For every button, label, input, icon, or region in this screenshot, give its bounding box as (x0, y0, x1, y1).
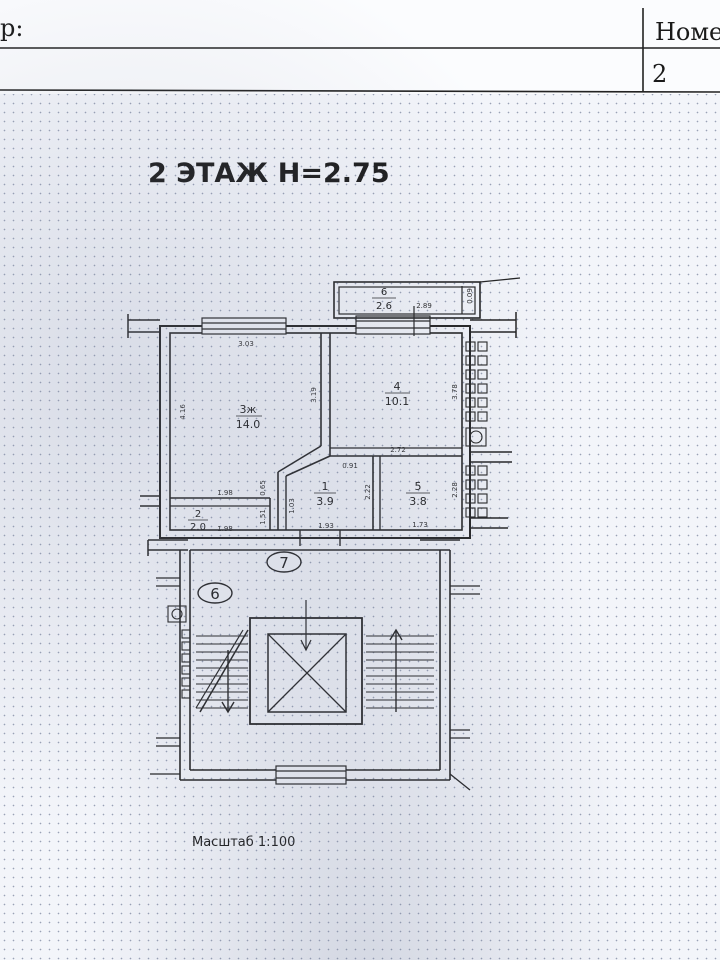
stairwell-walls (147, 539, 480, 791)
apartment-walls (127, 312, 517, 546)
dim-4-16: 4.16 (179, 404, 187, 420)
dim-1-98-lower: 1.98 (217, 525, 233, 533)
header-number-label: Номе (655, 18, 720, 46)
room-5-area: 3.8 (409, 495, 427, 508)
room-2-number: 2 (195, 509, 201, 520)
room-2-area: 2.0 (190, 522, 206, 533)
dim-3-19: 3.19 (310, 387, 318, 403)
title-block-strip: р: Номе 2 (0, 0, 720, 94)
dim-3-78: 3.78 (451, 384, 459, 400)
title-block-lines (0, 8, 720, 93)
room-6-area: 2.6 (376, 301, 392, 312)
dim-1-73: 1.73 (412, 521, 428, 529)
dim-0-91: 0.91 (342, 462, 358, 470)
apartment-windows (201, 315, 431, 335)
header-number-value: 2 (652, 60, 668, 88)
dim-2-89: 2.89 (416, 302, 432, 310)
room-1-number: 1 (322, 480, 329, 493)
room-3zh-number: 3ж (240, 403, 257, 416)
kitchen-fixtures (465, 341, 488, 518)
balcony (333, 277, 521, 336)
header-left-text: р: (0, 14, 24, 42)
marker-7: 7 (279, 554, 289, 572)
dim-2-28: 2.28 (451, 482, 459, 498)
dim-0-09: 0.09 (466, 288, 474, 304)
room-labels: 3ж 14.0 4 10.1 1 3.9 2 2.0 5 3.8 6 2.6 (188, 287, 430, 533)
room-4-number: 4 (394, 380, 401, 393)
room-4-area: 10.1 (385, 395, 410, 408)
dim-1-98-upper: 1.98 (217, 489, 233, 497)
stair-column-fixtures (167, 605, 191, 699)
plan-title: 2 ЭТАЖ Н=2.75 (148, 158, 390, 189)
room-1-area: 3.9 (316, 495, 334, 508)
dim-1-51: 1.51 (259, 509, 267, 525)
marker-6: 6 (210, 585, 220, 603)
dim-0-65: 0.65 (259, 480, 267, 496)
dim-3-03: 3.03 (238, 340, 254, 348)
dim-1-03: 1.03 (288, 498, 296, 514)
room-5-number: 5 (415, 480, 422, 493)
section-markers: 7 6 (197, 551, 302, 604)
scale-label: Масштаб 1:100 (192, 835, 295, 850)
dim-1-93: 1.93 (318, 522, 334, 530)
dim-2-22: 2.22 (364, 484, 372, 500)
stairwell-window (275, 765, 347, 785)
room-3zh-area: 14.0 (236, 418, 261, 431)
dim-2-72: 2.72 (390, 446, 406, 454)
staircase-flights (195, 628, 434, 714)
elevator-shaft (249, 600, 363, 725)
room-6-number: 6 (381, 287, 387, 298)
dimension-labels: 3.03 2.89 0.09 4.16 3.19 3.78 2.72 0.91 … (179, 288, 474, 533)
